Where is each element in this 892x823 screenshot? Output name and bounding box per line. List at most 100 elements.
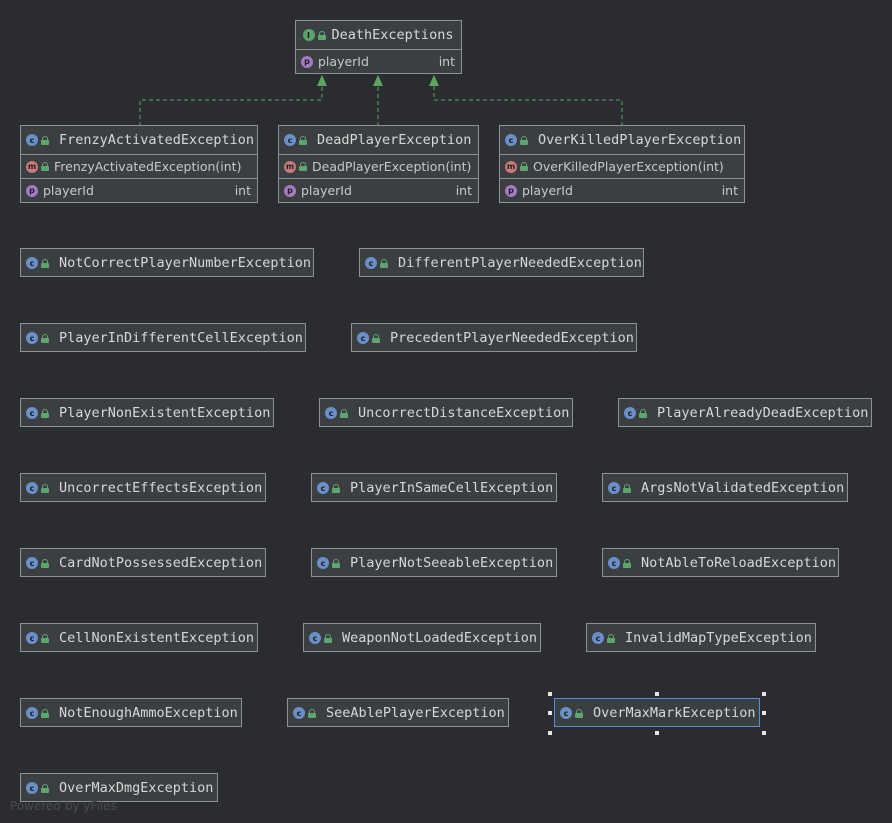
class-node[interactable]: c InvalidMapTypeException [586, 623, 816, 652]
class-name: NotAbleToReloadException [641, 555, 837, 571]
class-icon: c [309, 632, 321, 644]
public-lock-icon [372, 333, 380, 343]
class-name: PlayerNonExistentException [59, 405, 271, 421]
field-row: p playerId int [279, 178, 478, 202]
method-icon: m [505, 160, 517, 173]
property-icon: p [301, 55, 313, 68]
field-type: int [438, 54, 455, 69]
public-lock-icon [607, 633, 615, 643]
property-icon: p [26, 184, 38, 197]
class-icon: c [26, 257, 38, 269]
class-name: FrenzyActivatedException [59, 132, 255, 148]
class-header: c OverKilledPlayerException [500, 126, 744, 154]
public-lock-icon [299, 135, 307, 145]
class-name: WeaponNotLoadedException [342, 630, 538, 646]
class-icon: c [293, 707, 305, 719]
class-header: c WeaponNotLoadedException [304, 624, 540, 652]
class-node-overkilledplayerexception[interactable]: c OverKilledPlayerException m OverKilled… [499, 125, 745, 203]
class-header: c ArgsNotValidatedException [603, 474, 847, 502]
interface-name: DeathExceptions [331, 27, 454, 43]
class-icon: c [284, 134, 296, 146]
class-icon: c [624, 407, 636, 419]
method-icon: m [284, 160, 296, 173]
class-header: c PlayerAlreadyDeadException [619, 399, 871, 427]
selection-handle-bottom-left[interactable] [548, 731, 552, 735]
class-node-frenzyactivatedexception[interactable]: c FrenzyActivatedException m FrenzyActiv… [20, 125, 258, 203]
class-name: ArgsNotValidatedException [641, 480, 845, 496]
class-icon: c [608, 482, 620, 494]
field-row: p playerId int [21, 178, 257, 202]
class-icon: c [608, 557, 620, 569]
class-icon: c [26, 482, 38, 494]
method-row: m OverKilledPlayerException(int) [500, 154, 744, 178]
public-lock-icon [41, 708, 49, 718]
class-node[interactable]: c PlayerAlreadyDeadException [618, 398, 872, 427]
constructor-signature: FrenzyActivatedException(int) [54, 159, 242, 174]
public-lock-icon [41, 408, 49, 418]
class-node[interactable]: c ArgsNotValidatedException [602, 473, 848, 502]
class-name: NotEnoughAmmoException [59, 705, 238, 721]
class-icon: c [26, 782, 38, 794]
method-row: m FrenzyActivatedException(int) [21, 154, 257, 178]
class-name: OverMaxMarkException [593, 705, 756, 721]
class-node[interactable]: c NotAbleToReloadException [602, 548, 839, 577]
selection-handle-top-left[interactable] [548, 692, 552, 696]
class-name: InvalidMapTypeException [625, 630, 812, 646]
class-header: c OverMaxMarkException [555, 699, 759, 727]
selection-handle-bottom[interactable] [655, 731, 659, 735]
selection-handle-top-right[interactable] [762, 692, 766, 696]
class-name: PlayerAlreadyDeadException [657, 405, 869, 421]
arrowhead [373, 75, 383, 86]
watermark: Powered by yFiles [10, 799, 117, 813]
selection-handle-bottom-right[interactable] [762, 731, 766, 735]
field-type: int [234, 183, 251, 198]
public-lock-icon [41, 258, 49, 268]
public-lock-icon [623, 558, 631, 568]
class-node-deadplayerexception[interactable]: c DeadPlayerException m DeadPlayerExcept… [278, 125, 479, 203]
selection-handle-right[interactable] [762, 711, 766, 715]
class-icon: c [592, 632, 604, 644]
class-icon: c [26, 134, 38, 146]
public-lock-icon [520, 135, 528, 145]
selection-handle-top[interactable] [655, 692, 659, 696]
arrowhead [429, 75, 439, 86]
constructor-signature: OverKilledPlayerException(int) [533, 159, 724, 174]
edge-arrowheads [317, 75, 439, 86]
public-lock-icon [41, 162, 49, 171]
selection-handle-left[interactable] [548, 711, 552, 715]
class-icon: c [26, 632, 38, 644]
class-header: c NotAbleToReloadException [603, 549, 838, 577]
interface-node-deathexceptions[interactable]: I DeathExceptions p playerId int [295, 20, 462, 74]
public-lock-icon [308, 708, 316, 718]
class-name: PlayerInDifferentCellException [59, 330, 303, 346]
class-icon: c [560, 707, 572, 719]
class-node[interactable]: c WeaponNotLoadedException [303, 623, 541, 652]
class-node-selected[interactable]: c OverMaxMarkException [554, 698, 760, 727]
class-header: c FrenzyActivatedException [21, 126, 257, 154]
arrowhead [317, 75, 327, 86]
field-row: p playerId int [296, 49, 461, 73]
public-lock-icon [41, 558, 49, 568]
public-lock-icon [380, 258, 388, 268]
